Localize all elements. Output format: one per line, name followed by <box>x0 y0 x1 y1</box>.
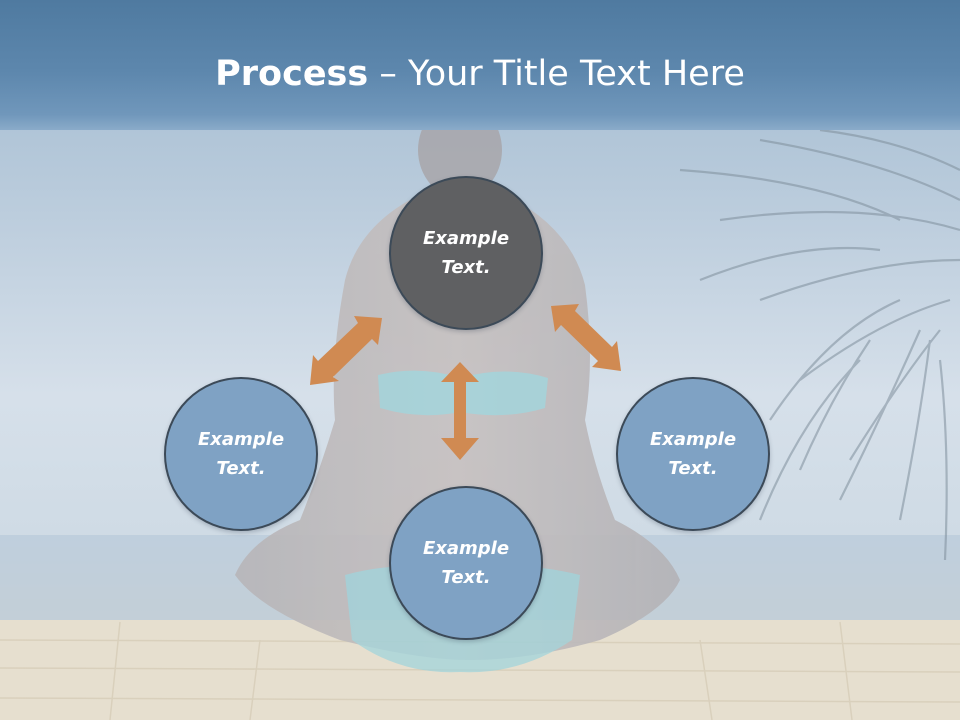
arrow-vertical <box>441 362 479 460</box>
left-node-text: Example Text. <box>197 429 285 479</box>
slide-title: Process – Your Title Text Here <box>0 52 960 96</box>
bottom-node: Example Text. <box>389 486 543 640</box>
title-rest: – Your Title Text Here <box>368 54 745 94</box>
bottom-node-text: Example Text. <box>422 538 510 588</box>
center-node: Example Text. <box>389 176 543 330</box>
right-node: Example Text. <box>616 377 770 531</box>
title-band <box>0 0 960 130</box>
palm-fronds <box>679 128 960 561</box>
right-node-text: Example Text. <box>649 429 737 479</box>
arrow-top-left <box>310 316 382 385</box>
arrow-top-right <box>551 304 621 371</box>
title-bold: Process <box>215 54 369 94</box>
center-node-text: Example Text. <box>422 228 510 278</box>
left-node: Example Text. <box>164 377 318 531</box>
